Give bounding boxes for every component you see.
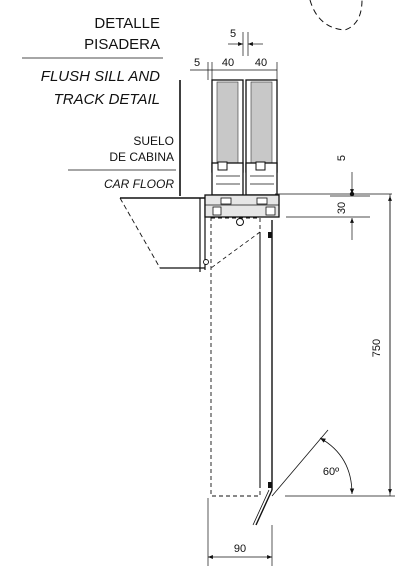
dim-sill-30: 30 [336,202,348,214]
dim-height-750: 750 [371,339,383,357]
dim-left-gap: 5 [194,57,200,69]
dim-angle: 60º [323,466,339,478]
dashed-swing-arc [309,0,363,31]
door-panel-right [245,79,278,173]
floor-es-line2: DE CABINA [109,150,174,164]
title-en-line2: TRACK DETAIL [54,91,160,108]
dim-gap-top: 5 [230,28,236,40]
title-en-line1: FLUSH SILL AND [41,68,160,85]
dim-offset-5: 5 [336,155,348,161]
toe-guard [252,220,273,526]
title-es-line1: DETALLE [94,15,160,32]
door-panel-left [211,79,244,173]
door-shoe-right [245,161,278,196]
sill-profile [204,194,280,226]
floor-en: CAR FLOOR [104,177,174,191]
dim-panel-width-1: 40 [222,57,234,69]
door-shoe-left [211,161,244,196]
car-floor-support [119,197,205,269]
dim-panel-width-2: 40 [255,57,267,69]
floor-es-line1: SUELO [133,134,174,148]
title-es-line2: PISADERA [84,36,160,53]
dim-width-90: 90 [234,543,246,555]
dashed-apron-outline [210,217,261,497]
